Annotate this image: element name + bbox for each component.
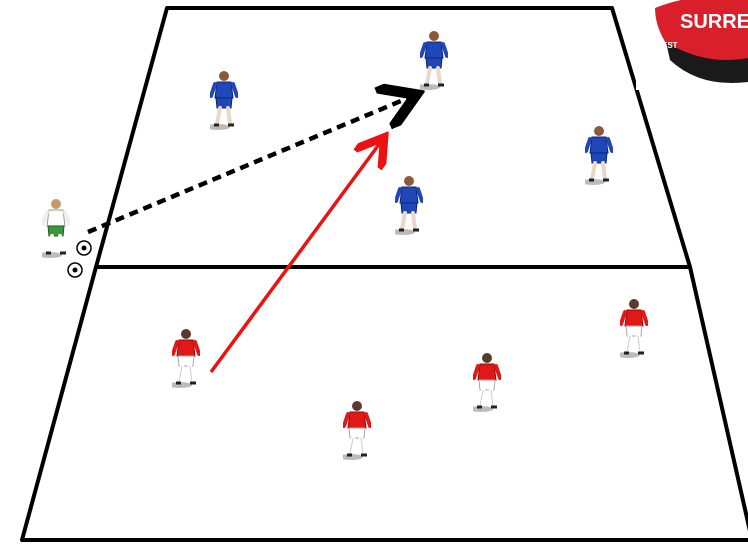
logo-text: SURRE	[680, 11, 748, 33]
ball-icon	[68, 263, 82, 277]
server-player	[38, 199, 69, 258]
logo-small-text: EST	[662, 41, 678, 50]
balls	[68, 241, 91, 277]
ball-icon	[77, 241, 91, 255]
club-logo: SURRE EST	[636, 0, 748, 90]
bottom-zone	[22, 267, 748, 540]
